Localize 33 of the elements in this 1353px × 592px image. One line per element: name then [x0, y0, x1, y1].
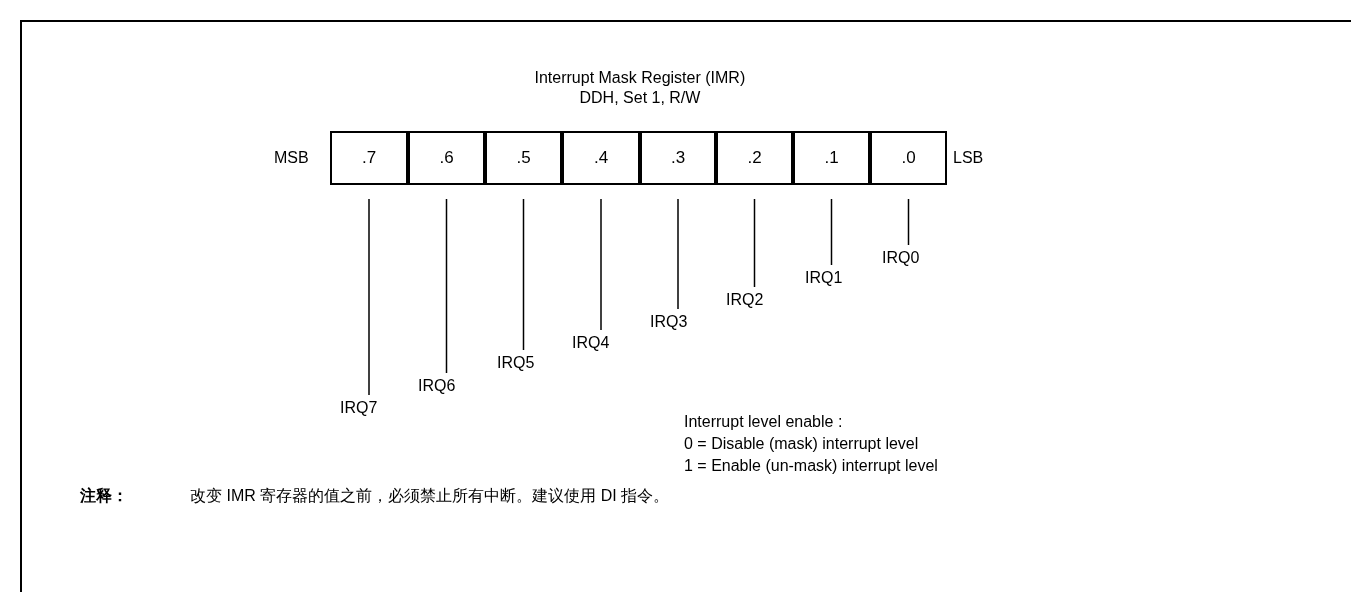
lsb-label: LSB — [953, 148, 984, 168]
interrupt-label: IRQ3 — [650, 312, 688, 332]
register-bit-cell: .3 — [640, 131, 716, 185]
leader-line — [830, 198, 833, 266]
interrupt-label: IRQ6 — [418, 376, 456, 396]
legend-text: 0 = Disable (mask) interrupt level — [684, 434, 919, 454]
msb-label: MSB — [274, 148, 309, 168]
register-title: Interrupt Mask Register (IMR) — [534, 68, 746, 88]
legend-heading: Interrupt level enable : — [684, 412, 843, 432]
leader-line — [522, 198, 525, 351]
interrupt-label: IRQ1 — [805, 268, 843, 288]
register-bit-cell: .7 — [330, 131, 408, 185]
leader-line — [600, 198, 602, 331]
leader-line — [368, 198, 370, 396]
interrupt-label: IRQ2 — [726, 290, 764, 310]
leader-line — [753, 198, 756, 288]
register-info: DDH, Set 1, R/W — [579, 88, 701, 108]
register-bit-cell: .4 — [562, 131, 640, 185]
register-bit-cell: .2 — [716, 131, 793, 185]
legend-text: 1 = Enable (un-mask) interrupt level — [684, 456, 938, 476]
register-bit-cell: .0 — [870, 131, 947, 185]
note-label: 注释： — [80, 486, 128, 506]
note-text: 改变 IMR 寄存器的值之前，必须禁止所有中断。建议使用 DI 指令。 — [190, 486, 670, 506]
leader-line — [677, 198, 679, 310]
register-bit-cell: .1 — [793, 131, 870, 185]
interrupt-label: IRQ4 — [572, 333, 610, 353]
interrupt-label: IRQ7 — [340, 398, 378, 418]
register-bit-cell: .5 — [485, 131, 562, 185]
leader-line — [907, 198, 910, 246]
interrupt-label: IRQ0 — [882, 248, 920, 268]
interrupt-label: IRQ5 — [497, 353, 535, 373]
leader-line — [445, 198, 448, 374]
register-bit-cell: .6 — [408, 131, 485, 185]
